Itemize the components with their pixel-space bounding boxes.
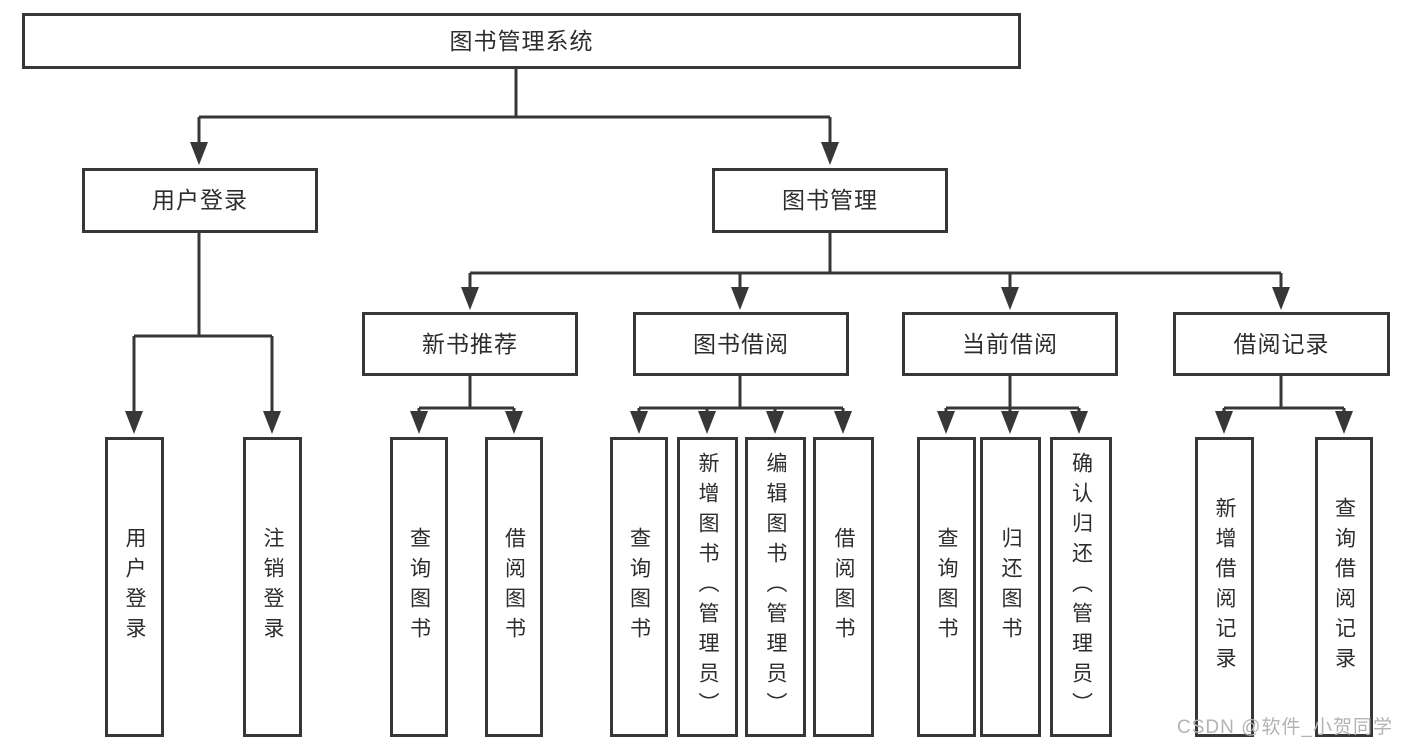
leaf-newbookrec-borrow-books: 借阅图书 xyxy=(485,437,543,737)
leaf-bookborrow-edit-books-admin: 编辑图书（管理员） xyxy=(745,437,806,737)
leaf-bookborrow-add-books-admin: 新增图书（管理员） xyxy=(677,437,738,737)
leaf-bookborrow-query-books: 查询图书 xyxy=(610,437,668,737)
node-label: 借阅记录 xyxy=(1233,330,1330,357)
connector-bookmgmt-to-level3 xyxy=(468,233,1283,291)
node-new-book-recommend: 新书推荐 xyxy=(362,312,578,376)
node-book-management: 图书管理 xyxy=(712,168,948,233)
node-current-borrowing: 当前借阅 xyxy=(902,312,1118,376)
node-label: 图书管理系统 xyxy=(449,27,594,54)
node-book-borrowing: 图书借阅 xyxy=(633,312,849,376)
node-label: 当前借阅 xyxy=(962,330,1058,357)
node-system-root: 图书管理系统 xyxy=(22,13,1021,69)
connector-newbookrec-to-leaves xyxy=(417,376,516,415)
connector-borrowrecords-to-leaves xyxy=(1222,376,1346,415)
csdn-watermark: CSDN @软件_小贺同学 xyxy=(1177,717,1393,738)
node-label: 查询图书 xyxy=(407,527,431,647)
node-label: 新增借阅记录 xyxy=(1213,497,1236,677)
leaf-logout: 注销登录 xyxy=(243,437,302,737)
node-label: 图书借阅 xyxy=(693,330,789,357)
node-label: 查询借阅记录 xyxy=(1332,497,1356,677)
connector-currentborrow-to-leaves xyxy=(944,376,1081,415)
node-label: 用户登录 xyxy=(123,527,146,647)
leaf-user-login: 用户登录 xyxy=(105,437,164,737)
node-label: 借阅图书 xyxy=(502,527,526,647)
leaf-bookborrow-borrow-books: 借阅图书 xyxy=(813,437,874,737)
node-label: 查询图书 xyxy=(627,527,651,647)
node-label: 新书推荐 xyxy=(422,330,518,357)
node-borrowing-records: 借阅记录 xyxy=(1173,312,1390,376)
node-label: 图书管理 xyxy=(782,187,878,213)
connector-bookborrow-to-leaves xyxy=(637,376,845,415)
node-label: 查询图书 xyxy=(935,527,958,647)
node-label: 编辑图书（管理员） xyxy=(764,452,787,722)
leaf-newbookrec-query-books: 查询图书 xyxy=(390,437,448,737)
node-label: 用户登录 xyxy=(152,187,248,213)
connector-root-to-level2 xyxy=(197,68,832,146)
connector-userlogin-to-leaves xyxy=(132,233,274,415)
node-label: 确认归还（管理员） xyxy=(1069,452,1093,722)
node-label: 新增图书（管理员） xyxy=(696,452,719,722)
node-label: 注销登录 xyxy=(261,527,284,647)
leaf-currentborrow-confirm-return-admin: 确认归还（管理员） xyxy=(1050,437,1112,737)
node-label: 归还图书 xyxy=(999,527,1022,647)
leaf-records-query-borrow-record: 查询借阅记录 xyxy=(1315,437,1373,737)
leaf-currentborrow-return-books: 归还图书 xyxy=(980,437,1041,737)
leaf-currentborrow-query-books: 查询图书 xyxy=(917,437,976,737)
node-label: 借阅图书 xyxy=(832,527,855,647)
leaf-records-add-borrow-record: 新增借阅记录 xyxy=(1195,437,1254,737)
node-user-login: 用户登录 xyxy=(82,168,318,233)
arrowheads xyxy=(125,142,1353,434)
